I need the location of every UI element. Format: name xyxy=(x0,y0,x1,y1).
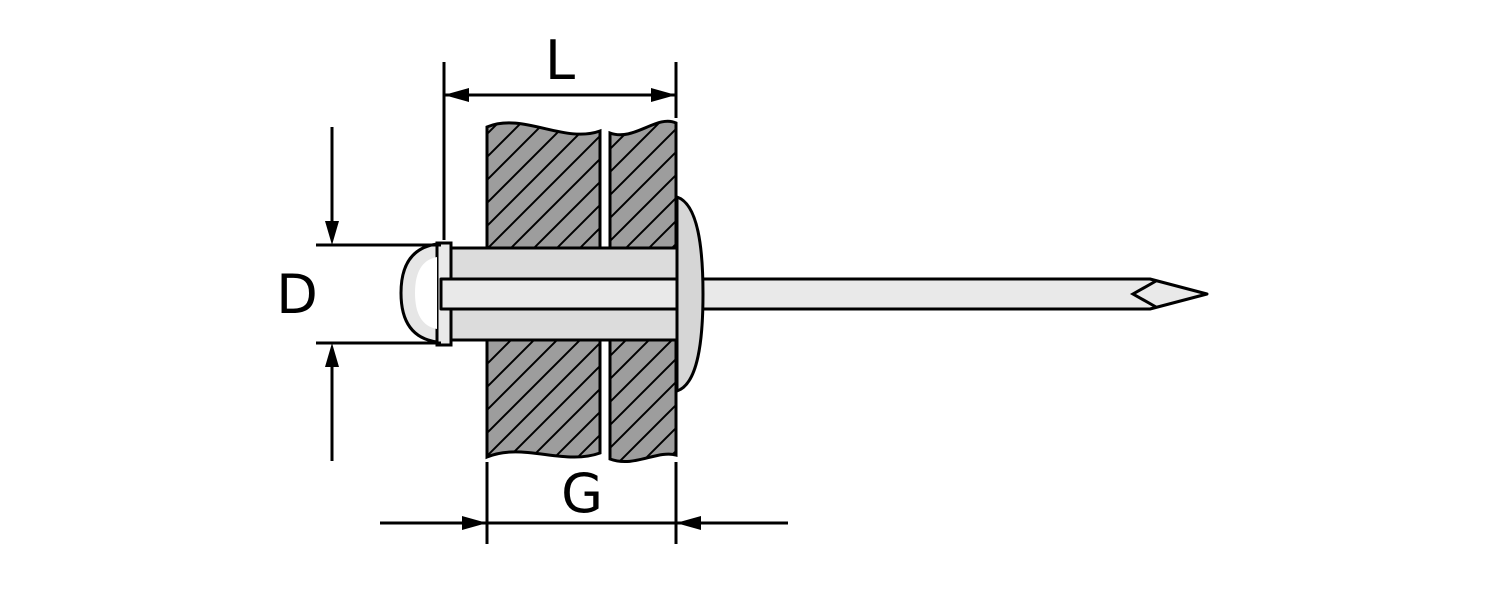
diameter-arrow-up-icon xyxy=(325,343,339,367)
dimension-body-length: L xyxy=(442,29,678,240)
grip-range-label: G xyxy=(561,462,603,525)
dimension-grip-range: G xyxy=(380,462,788,544)
blind-rivet xyxy=(399,194,1209,394)
grip-arrow-right-icon xyxy=(462,516,487,530)
rivet-head-highlight xyxy=(415,257,437,329)
dimension-body-diameter: D xyxy=(276,127,441,461)
length-arrow-left-icon xyxy=(444,88,469,102)
mandrel-break-notch xyxy=(1129,279,1157,309)
length-arrow-right-icon xyxy=(651,88,676,102)
diameter-arrow-down-icon xyxy=(325,221,339,245)
grip-arrow-left-icon xyxy=(676,516,701,530)
rivet-tail-bulge xyxy=(675,194,705,394)
body-diameter-label: D xyxy=(276,263,318,326)
rivet-mandrel-stem xyxy=(439,277,1209,311)
body-length-label: L xyxy=(545,29,575,92)
